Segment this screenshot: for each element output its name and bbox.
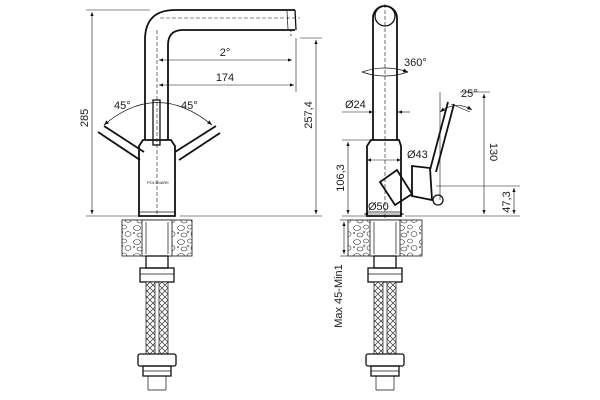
label-lever-right: 45° [181,100,198,112]
label-lever-height: 130 [487,143,499,161]
brand-logo: POLYMARK [147,180,169,185]
front-mounting [139,255,175,283]
label-lever-left: 45° [114,100,131,112]
front-spout [144,9,297,140]
side-hose-fittings [365,353,405,391]
side-spout [372,4,398,240]
dim-body-height: 106,3 [335,139,371,217]
side-hoses [373,281,397,355]
side-body [366,139,402,217]
dim-reach: 174 [159,38,297,92]
dim-lever-height: 130 [405,91,499,217]
label-spout-diameter: Ø24 [345,99,366,111]
label-base-diameter: Ø50 [368,201,389,213]
label-counter-thickness: Max 45-Min1 [333,264,345,328]
label-body-height: 106,3 [335,164,347,192]
label-reach: 174 [216,72,234,84]
label-height-spout: 257,4 [303,101,315,129]
dim-counter-thickness: Max 45-Min1 [333,219,348,328]
label-height-total: 285 [79,109,91,127]
lever-swing-arc [103,102,213,126]
dim-spout-height: 257,4 [180,37,322,217]
front-view: POLYMARK [79,9,322,391]
dim-lever-angle: 25° [439,88,478,200]
dim-lever-offset: 47,3 [436,185,520,217]
dim-total-height: 285 [79,9,150,217]
side-countertop [347,219,423,257]
dim-body-diameter: Ø43 [367,149,428,162]
dim-spout-diameter: Ø24 [342,99,410,114]
dim-base-diameter: Ø50 [364,201,404,216]
side-view: 360° Ø24 Ø43 Ø50 [333,4,520,391]
label-lever-angle: 25° [461,88,478,100]
front-countertop [121,219,193,257]
dim-tilt: 2° [159,47,292,62]
front-hoses [145,281,169,355]
side-mounting [367,255,403,283]
swivel-indicator: 360° [361,57,427,77]
label-swivel: 360° [404,57,427,69]
label-tilt: 2° [220,47,231,59]
label-lever-offset: 47,3 [501,191,513,212]
side-lever [378,101,455,207]
label-body-diameter: Ø43 [407,149,428,161]
front-hose-fittings [137,353,177,391]
front-body: POLYMARK [138,139,176,217]
